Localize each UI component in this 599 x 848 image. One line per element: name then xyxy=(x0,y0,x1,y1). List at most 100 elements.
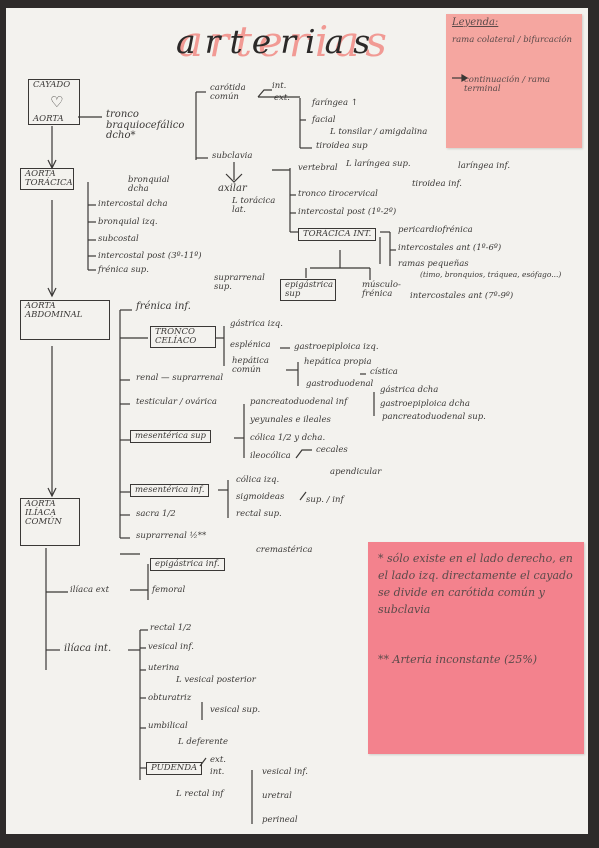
pancreatoduodenal-sup: pancreatoduodenal sup. xyxy=(382,412,486,422)
footnote-note: * sólo existe en el lado derecho, en el … xyxy=(368,542,584,754)
hepatica-comun: hepática común xyxy=(232,356,269,375)
intercostal-dcha: intercostal dcha xyxy=(98,199,168,209)
rectal-1-2: rectal 1/2 xyxy=(150,623,192,633)
tronco-braquiocefalico: tronco braquiocefálico dcho* xyxy=(106,109,185,141)
pudenda-int: int. xyxy=(210,767,225,777)
bronquial-izq: bronquial izq. xyxy=(98,217,158,227)
tiroidea-inf: tiroidea inf. xyxy=(412,179,463,189)
page-title: arterias xyxy=(176,22,380,61)
bronquial-dcha: bronquial dcha xyxy=(128,175,170,194)
epigastrica-sup-box: epigástrica sup xyxy=(280,279,336,301)
pericardiofrenica: pericardiofrénica xyxy=(398,225,473,235)
sacra: sacra 1/2 xyxy=(136,509,176,519)
colica-dcha: cólica 1/2 y dcha. xyxy=(250,433,326,443)
ramas-pequenas: ramas pequeñas xyxy=(398,259,469,269)
frenica-sup: frénica sup. xyxy=(98,265,149,275)
yeyunales: yeyunales e ileales xyxy=(250,415,331,425)
sigmoideas: sigmoideas xyxy=(236,492,285,502)
rectal-sup: rectal sup. xyxy=(236,509,282,519)
legend-header: Leyenda: xyxy=(452,17,499,28)
pudenda-box: PUDENDA xyxy=(146,762,203,775)
apendicular: apendicular xyxy=(330,467,382,477)
frenica-inf: frénica inf. xyxy=(136,301,191,312)
footnote-1-text: sólo existe en el lado derecho, en el la… xyxy=(378,552,573,617)
footnote-2-mark: ** xyxy=(378,653,389,666)
legend-arrow-icon xyxy=(452,73,469,83)
aorta-label: AORTA xyxy=(33,113,64,124)
intercostal-post-2: intercostal post (3º-11º) xyxy=(98,251,202,261)
mesenterica-sup-box: mesentérica sup xyxy=(130,430,211,443)
subclavia: subclavia xyxy=(212,151,253,161)
axilar: axilar xyxy=(218,183,247,194)
toracica-lat: L torácica lat. xyxy=(232,196,276,215)
aorta-iliaca-comun-box: AORTA ILÍACA COMÚN xyxy=(20,498,80,546)
intercostal-post-1: intercostal post (1º-2º) xyxy=(298,207,397,217)
heart-icon: ♡ xyxy=(50,93,64,111)
footnote-2-text: Arteria inconstante (25%) xyxy=(392,653,538,666)
footnote-2: ** Arteria inconstante (25%) xyxy=(378,654,576,666)
legend-line-1: rama colateral / bifurcación xyxy=(452,35,572,45)
aorta-toracica-box: AORTA TORÁCICA xyxy=(20,168,74,190)
intercostales-ant-1: intercostales ant (1º-6º) xyxy=(398,243,502,253)
cistica: cística xyxy=(370,367,398,377)
testicular: testicular / ovárica xyxy=(136,397,217,407)
umbilical: umbilical xyxy=(148,721,188,731)
vesical-sup: vesical sup. xyxy=(210,705,261,715)
tonsilar: L tonsilar / amigdalina xyxy=(330,127,428,137)
aorta-abdominal-box: AORTA ABDOMINAL xyxy=(20,300,110,340)
vertebral: vertebral xyxy=(298,163,338,173)
vesical-inf: vesical inf. xyxy=(148,642,194,652)
faringea: faríngea ↑ xyxy=(312,98,358,108)
vesical-inf-2: vesical inf. xyxy=(262,767,308,777)
cecales: cecales xyxy=(316,445,348,455)
ramas-detail: (timo, bronquios, tráquea, esófago...) xyxy=(420,270,562,279)
rectal-sup-choice: sup. / inf xyxy=(306,495,344,505)
suprarrenal-2: suprarrenal ½** xyxy=(136,531,207,541)
hepatica-propia: hepática propia xyxy=(304,357,372,367)
footnote-1-mark: * xyxy=(378,552,384,565)
carotida-comun: carótida común xyxy=(210,83,246,102)
mesenterica-inf-box: mesentérica inf. xyxy=(130,484,210,497)
intercostales-ant-2: intercostales ant (7º-9º) xyxy=(410,291,514,301)
gastroepiploica-dcha: gastroepiploica dcha xyxy=(380,399,470,409)
tronco-celiaco-box: TRONCO CELÍACO xyxy=(150,326,216,348)
musculofrenica: músculo-frénica xyxy=(362,280,401,299)
subcostal: subcostal xyxy=(98,234,139,244)
uretral: uretral xyxy=(262,791,292,801)
gastrica-dcha: gástrica dcha xyxy=(380,385,439,395)
obturatriz: obturatriz xyxy=(148,693,192,703)
vesical-posterior: L vesical posterior xyxy=(176,675,256,685)
gastroepiploica-izq: gastroepiploica izq. xyxy=(294,342,379,352)
tiroidea-sup: tiroidea sup xyxy=(316,141,368,151)
laringea-sup: L laríngea sup. xyxy=(346,159,411,169)
legend-note: Leyenda: rama colateral / bifurcación co… xyxy=(446,14,582,148)
tronco-tirocervical: tronco tirocervical xyxy=(298,189,378,199)
gastroduodenal: gastroduodenal xyxy=(306,379,374,389)
epigastrica-inf-box: epigástrica inf. xyxy=(150,558,225,571)
esplenica: esplénica xyxy=(230,340,271,350)
pancreatoduodenal-inf: pancreatoduodenal inf xyxy=(250,397,348,407)
ileocolica: ileocólica xyxy=(250,451,291,461)
laringea-inf: laríngea inf. xyxy=(458,161,511,171)
deferente: L deferente xyxy=(178,737,229,747)
cayado-box: CAYADO AORTA xyxy=(28,79,80,125)
pudenda-ext: ext. xyxy=(210,755,226,765)
rectal-inf: L rectal inf xyxy=(176,789,224,799)
legend-line-2: continuación / rama terminal xyxy=(464,75,551,94)
colica-izq: cólica izq. xyxy=(236,475,280,485)
toracica-int-box: TORÁCICA INT. xyxy=(298,228,377,241)
suprarrenal-sup: suprarrenal sup. xyxy=(214,273,265,292)
footnote-1: * sólo existe en el lado derecho, en el … xyxy=(378,550,576,618)
carotida-ext: ext. xyxy=(274,93,290,103)
iliaca-int: ilíaca int. xyxy=(64,643,112,654)
cayado-label: CAYADO xyxy=(33,80,71,90)
renal: renal — suprarrenal xyxy=(136,373,224,383)
iliaca-ext: ilíaca ext xyxy=(70,585,109,595)
perineal: perineal xyxy=(262,815,298,825)
page-title-shadow: arterias xyxy=(178,17,393,66)
facial: facial xyxy=(312,115,336,125)
uterina: uterina xyxy=(148,663,180,673)
femoral: femoral xyxy=(152,585,186,595)
cremasterica: cremastérica xyxy=(256,545,313,555)
